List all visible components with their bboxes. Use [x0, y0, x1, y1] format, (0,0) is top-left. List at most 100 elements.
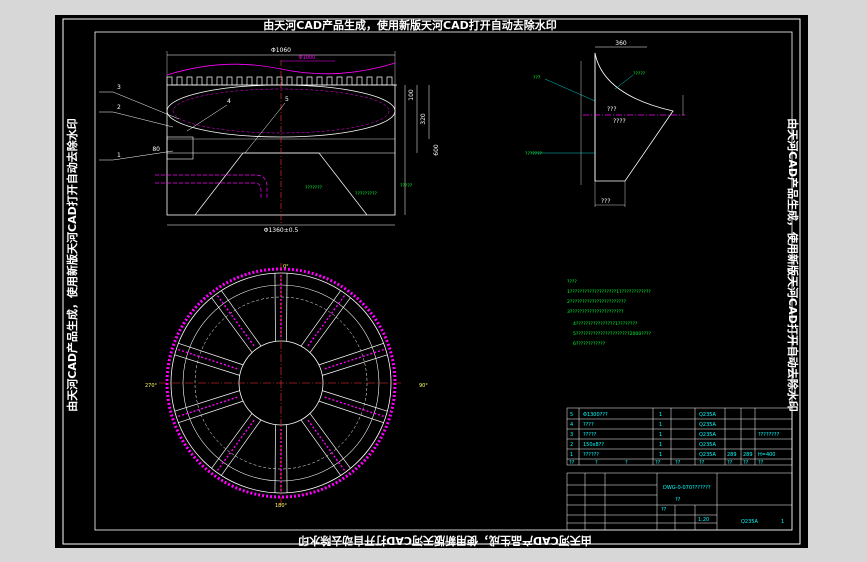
bom-weight-0: 289	[727, 452, 737, 458]
bom-row-5-mat: Q235A	[699, 412, 716, 418]
inner-border	[94, 31, 793, 531]
cad-drawing-canvas[interactable]: 由天河CAD产品生成，使用新版天河CAD打开自动去除水印 由天河CAD产品生成，…	[55, 15, 808, 548]
title-material: Q235A	[741, 519, 758, 525]
wheel-spoke-edge	[178, 400, 244, 424]
note-0: ????	[567, 279, 577, 285]
bom-weight-head-0: ??	[727, 460, 733, 466]
wheel-spoke-edge	[221, 419, 262, 476]
bom-row-4-mat: Q235A	[699, 422, 716, 428]
wheel-spoke-weld	[216, 419, 255, 471]
wheel-spoke-edge	[309, 413, 351, 469]
wheel-spoke-edge	[174, 390, 240, 412]
watermark-bottom: 由天河CAD产品生成，使用新版天河CAD打开自动去除水印	[298, 534, 591, 548]
callout-5: 5	[285, 96, 289, 103]
front-top-dim: Φ1060	[271, 47, 291, 54]
bom-row-3-qty: 1	[659, 432, 662, 438]
front-right-dim-1: 320	[420, 113, 427, 125]
angle-90: 90°	[419, 383, 428, 389]
bom-row-2-no: 2	[570, 442, 573, 448]
wheel-spoke-edge	[318, 400, 384, 424]
wheel-spoke-edge	[286, 424, 288, 493]
note-2: 2???????????????????????	[567, 299, 627, 305]
cad-drawing: 由天河CAD产品生成，使用新版天河CAD打开自动去除水印 由天河CAD产品生成，…	[62, 18, 801, 548]
wheel-spoke-weld	[178, 396, 238, 418]
detail-top-dim: 360	[615, 40, 627, 47]
bom-row-3-no: 3	[570, 432, 573, 438]
bom-header-2: ?	[625, 460, 628, 466]
svg-text:???????: ???????	[305, 185, 323, 191]
front-right-dim-0: 600	[433, 144, 440, 156]
title-count: ??	[675, 497, 681, 503]
front-left-dim: 80	[152, 146, 160, 153]
watermark-top: 由天河CAD产品生成，使用新版天河CAD打开自动去除水印	[263, 18, 556, 32]
wheel-spoke-weld	[178, 348, 238, 370]
wheel-spoke-edge	[274, 273, 276, 342]
title-block	[566, 472, 793, 531]
front-view: Φ1060 Φ1000 600 320 100 80	[99, 47, 440, 234]
wheel-spoke-edge	[300, 419, 341, 476]
bom-header-4: ??	[675, 460, 681, 466]
bom-row-1-qty: 1	[659, 452, 662, 458]
watermark-left: 由天河CAD产品生成，使用新版天河CAD打开自动去除水印	[65, 118, 79, 411]
note-3: 3??????????????????????	[567, 309, 624, 315]
wheel-spoke-edge	[318, 342, 384, 366]
wheel-spoke-weld	[324, 348, 384, 370]
svg-text:Φ1000: Φ1000	[299, 55, 316, 61]
wheel-spoke-edge	[309, 297, 351, 353]
bom-row-5-name: Φ1300???	[583, 412, 608, 418]
bom-header-1: ?	[595, 460, 598, 466]
front-right-dim-2: 100	[408, 89, 415, 101]
note-5: 5??????????????????????2000????	[573, 331, 652, 337]
bom-header-3: ??	[655, 460, 661, 466]
bom-weight-head-1: ??	[743, 460, 749, 466]
bom-row-3-note: ????????	[758, 432, 780, 438]
svg-text:?????????: ?????????	[355, 191, 378, 197]
bom-row-1-no: 1	[570, 452, 573, 458]
note-4: 4????????????????1????????	[573, 321, 638, 327]
detail-bottom-dim: ???	[601, 198, 611, 205]
wheel-spoke-edge	[274, 424, 276, 493]
wheel-spoke-edge	[221, 290, 262, 347]
wheel-spoke-weld	[324, 396, 384, 418]
wheel-spoke-edge	[322, 354, 388, 376]
note-6: 6????????????	[573, 341, 606, 347]
bom-row-3-mat: Q235A	[699, 432, 716, 438]
title-drawing-no: DWG-0-070???????	[663, 485, 711, 491]
title-extra: ??	[661, 507, 667, 513]
bom-row-4-name: ????	[583, 422, 594, 428]
callout-3: 3	[117, 84, 121, 91]
angle-0: 0°	[283, 264, 289, 270]
callout-1: 1	[117, 152, 121, 159]
detail-label-0: ?????	[633, 71, 646, 77]
bom-row-1-note: H=400	[758, 452, 776, 458]
bom-row-4-qty: 1	[659, 422, 662, 428]
watermark-right: 由天河CAD产品生成，使用新版天河CAD打开自动去除水印	[786, 118, 800, 411]
plan-view: 0° 90° 180° 270°	[145, 263, 428, 509]
bom-row-5-no: 5	[570, 412, 573, 418]
detail-label-2: ???	[607, 106, 617, 113]
bom-row-5-qty: 1	[659, 412, 662, 418]
wheel-spoke-edge	[211, 297, 253, 353]
bom-row-2-qty: 1	[659, 442, 662, 448]
bom-header-6: ??	[758, 460, 764, 466]
bom-header-5: ??	[699, 460, 705, 466]
callout-2: 2	[117, 104, 121, 111]
callout-4: 4	[227, 98, 231, 105]
svg-text:?????: ?????	[400, 183, 413, 189]
wheel-spoke-edge	[211, 413, 253, 469]
bom-table	[566, 407, 793, 466]
bom-row-3-name: ?????	[583, 432, 597, 438]
front-bottom-dim: Φ1360±0.5	[264, 227, 299, 234]
detail-label-1: ???	[533, 75, 541, 81]
bom-row-4-no: 4	[570, 422, 573, 428]
wheel-spoke-edge	[286, 273, 288, 342]
wheel-spoke-edge	[174, 354, 240, 376]
title-sheet: 1	[781, 519, 784, 525]
bom-header-0: ??	[569, 460, 575, 466]
angle-180: 180°	[275, 503, 288, 509]
detail-label-4: ????	[613, 118, 626, 125]
bom-row-2-mat: Q235A	[699, 442, 716, 448]
title-block-text: DWG-0-070??????? ?? ?? 1:20 Q235A 1	[661, 485, 784, 525]
outer-border	[62, 18, 801, 545]
note-1: 1???????????????????1?????????????	[567, 289, 651, 295]
